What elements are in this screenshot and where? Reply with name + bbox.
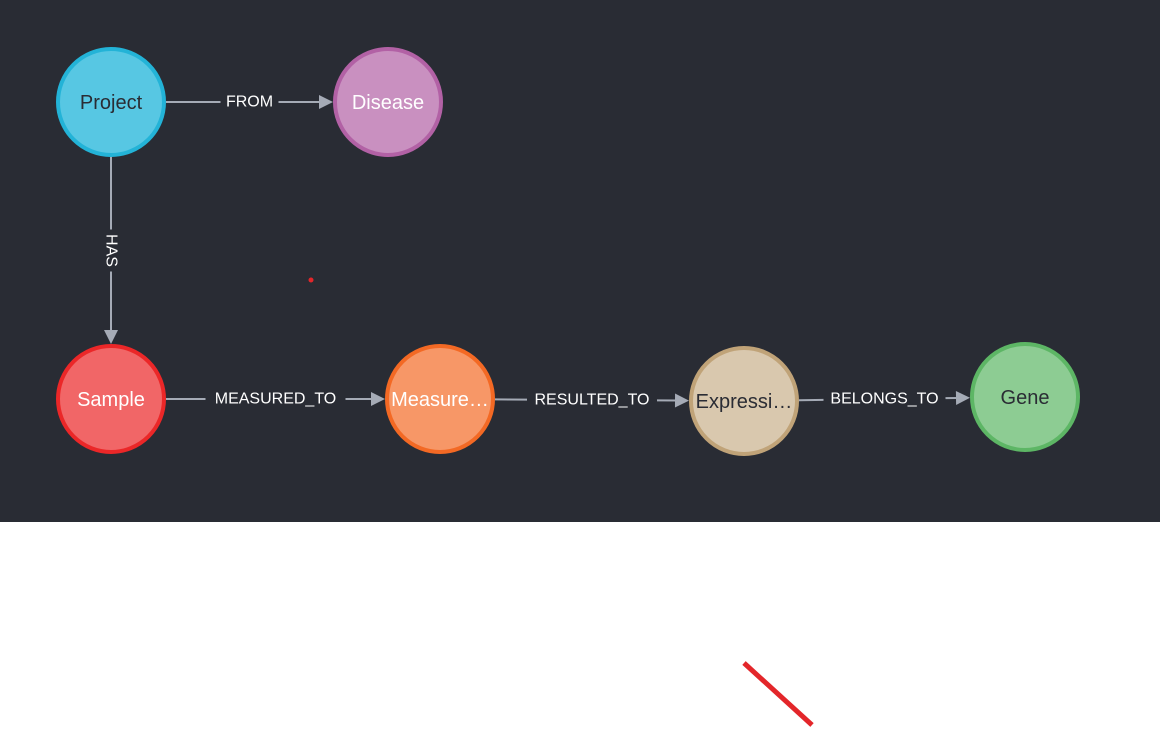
- node-circle: [385, 344, 495, 454]
- arrowhead-icon: [674, 393, 690, 408]
- arrowhead-icon: [319, 95, 333, 109]
- relationship-label: FROM: [226, 94, 273, 111]
- relationship-has[interactable]: HAS: [103, 157, 120, 344]
- node-label: Gene: [1001, 387, 1050, 409]
- node-circle: [56, 344, 166, 454]
- node-label: Sample: [77, 389, 145, 411]
- node-sample[interactable]: Sample: [56, 344, 166, 454]
- graph-background: [0, 0, 1160, 522]
- annotation-dot: [308, 277, 314, 283]
- node-project[interactable]: Project: [56, 47, 166, 157]
- relationship-measured_to[interactable]: MEASURED_TO: [166, 391, 385, 408]
- annotation-slash-mark: [742, 661, 814, 727]
- relationship-label: HAS: [103, 234, 120, 267]
- node-measurement[interactable]: Measure…: [385, 344, 495, 454]
- relationship-label: BELONGS_TO: [830, 391, 938, 408]
- relationship-label: RESULTED_TO: [535, 392, 650, 409]
- node-circle: [970, 342, 1080, 452]
- node-disease[interactable]: Disease: [333, 47, 443, 157]
- relationship-from[interactable]: FROM: [166, 94, 333, 111]
- relationship-resulted_to[interactable]: RESULTED_TO: [494, 392, 690, 409]
- node-circle: [689, 346, 799, 456]
- arrowhead-icon: [955, 390, 971, 405]
- node-gene[interactable]: Gene: [970, 342, 1080, 452]
- node-label: Measure…: [391, 389, 489, 411]
- node-label: Expressi…: [696, 391, 793, 413]
- relationship-belongs_to[interactable]: BELONGS_TO: [798, 390, 971, 408]
- arrowhead-icon: [371, 392, 385, 406]
- node-expression[interactable]: Expressi…: [689, 346, 799, 456]
- node-label: Disease: [352, 92, 424, 114]
- node-circle: [56, 47, 166, 157]
- relationships-layer: FROM HAS MEASURED_TO RESULTED_TO BELONGS_TO: [103, 94, 971, 409]
- relationship-label: MEASURED_TO: [215, 391, 337, 408]
- node-label: Project: [80, 92, 143, 114]
- arrowhead-icon: [104, 330, 118, 344]
- node-circle: [333, 47, 443, 157]
